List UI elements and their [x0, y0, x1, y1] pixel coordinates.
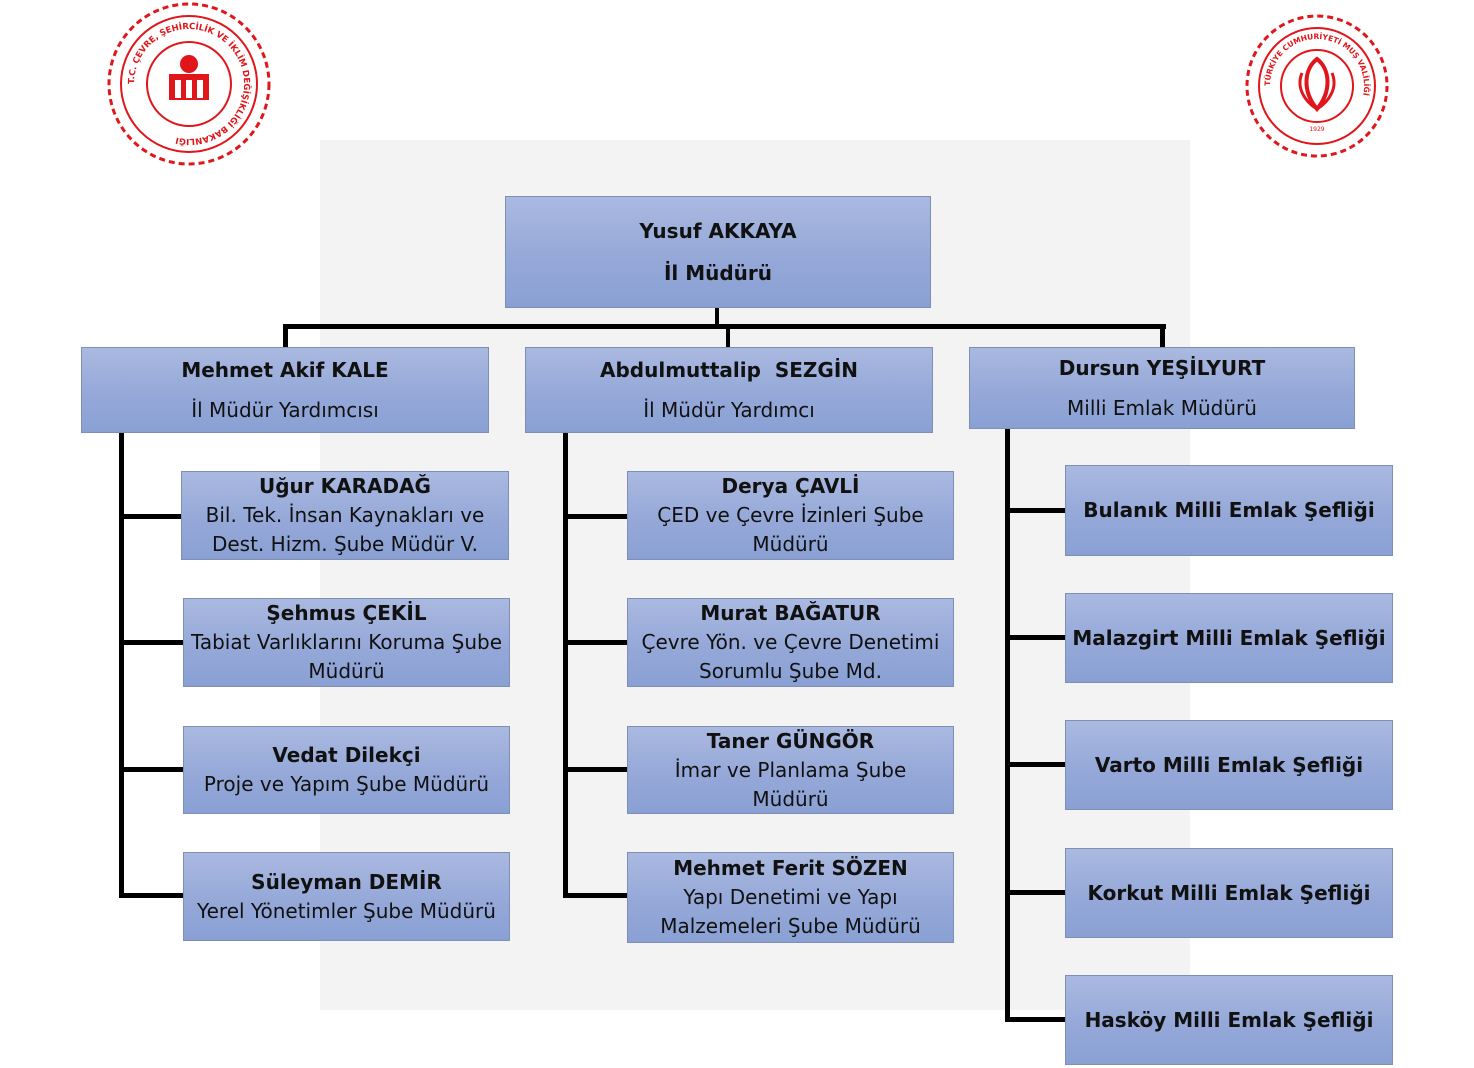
- branch-middle-drop: [726, 324, 730, 348]
- child-title: Çevre Yön. ve Çevre Denetimi Sorumlu Şub…: [641, 630, 940, 683]
- child-node: Süleyman DEMİR Yerel Yönetimler Şube Müd…: [183, 852, 510, 941]
- chief-office-node: Hasköy Milli Emlak Şefliği: [1065, 975, 1393, 1065]
- chief-office-title: Korkut Milli Emlak Şefliği: [1087, 880, 1371, 905]
- branch-node-right: Dursun YEŞİLYURT Milli Emlak Müdürü: [969, 347, 1355, 429]
- branch-name: Mehmet Akif KALE: [181, 358, 389, 382]
- child-node: Vedat Dilekçi Proje ve Yapım Şube Müdürü: [183, 726, 510, 814]
- right-vertical-connector: [1005, 428, 1010, 1022]
- root-name: Yusuf AKKAYA: [639, 219, 797, 243]
- ministry-logo: T.C. ÇEVRE, ŞEHİRCİLİK VE İKLİM DEĞİŞİKL…: [107, 2, 271, 166]
- right-tick-3: [1005, 762, 1065, 767]
- left-vertical-connector: [119, 432, 124, 898]
- left-tick-3: [119, 767, 183, 772]
- root-node: Yusuf AKKAYA İl Müdürü: [505, 196, 931, 308]
- right-tick-2: [1005, 635, 1065, 640]
- child-title: Proje ve Yapım Şube Müdürü: [203, 772, 490, 796]
- logo-year: 1929: [1309, 126, 1324, 133]
- root-stem-connector: [715, 308, 719, 328]
- branch-title: İl Müdür Yardımcısı: [191, 398, 379, 422]
- branch-name: Dursun YEŞİLYURT: [1058, 356, 1266, 380]
- middle-tick-2: [563, 640, 627, 645]
- child-title: Bil. Tek. İnsan Kaynakları ve Dest. Hizm…: [205, 503, 485, 556]
- top-horizontal-connector: [283, 324, 1166, 329]
- branch-left-drop: [283, 324, 288, 348]
- child-title: ÇED ve Çevre İzinleri Şube Müdürü: [657, 503, 924, 556]
- middle-tick-3: [563, 767, 627, 772]
- chief-office-node: Varto Milli Emlak Şefliği: [1065, 720, 1393, 810]
- chief-office-title: Malazgirt Milli Emlak Şefliği: [1072, 625, 1386, 650]
- root-title: İl Müdürü: [663, 261, 773, 285]
- child-title: Yapı Denetimi ve Yapı Malzemeleri Şube M…: [660, 885, 921, 938]
- child-name: Taner GÜNGÖR: [706, 728, 875, 753]
- child-title: Yerel Yönetimler Şube Müdürü: [197, 898, 496, 923]
- left-tick-2: [119, 640, 183, 645]
- left-tick-4: [119, 893, 183, 898]
- middle-vertical-connector: [563, 432, 568, 898]
- chief-office-node: Malazgirt Milli Emlak Şefliği: [1065, 593, 1393, 683]
- left-tick-1: [119, 514, 181, 519]
- chief-office-title: Varto Milli Emlak Şefliği: [1094, 752, 1364, 777]
- governorship-logo: TÜRKİYE CUMHURİYETİ MUŞ VALİLİĞİ 1929: [1245, 14, 1389, 158]
- branch-node-middle: Abdulmuttalip SEZGİN İl Müdür Yardımcı: [525, 347, 933, 433]
- child-node: Taner GÜNGÖR İmar ve Planlama Şube Müdür…: [627, 726, 954, 814]
- branch-title: Milli Emlak Müdürü: [1067, 396, 1257, 420]
- child-name: Uğur KARADAĞ: [259, 474, 431, 498]
- branch-name: Abdulmuttalip SEZGİN: [599, 358, 859, 382]
- chief-office-node: Korkut Milli Emlak Şefliği: [1065, 848, 1393, 938]
- right-tick-1: [1005, 508, 1065, 513]
- child-name: Derya ÇAVLİ: [721, 474, 860, 498]
- child-node: Derya ÇAVLİ ÇED ve Çevre İzinleri Şube M…: [627, 471, 954, 560]
- child-node: Mehmet Ferit SÖZEN Yapı Denetimi ve Yapı…: [627, 852, 954, 943]
- right-tick-4: [1005, 890, 1065, 895]
- branch-right-drop: [1160, 324, 1165, 348]
- chief-office-node: Bulanık Milli Emlak Şefliği: [1065, 465, 1393, 556]
- chief-office-title: Hasköy Milli Emlak Şefliği: [1084, 1007, 1374, 1032]
- middle-tick-1: [563, 514, 627, 519]
- chief-office-title: Bulanık Milli Emlak Şefliği: [1083, 498, 1375, 522]
- child-name: Mehmet Ferit SÖZEN: [673, 856, 908, 880]
- child-name: Murat BAĞATUR: [700, 601, 881, 625]
- child-name: Vedat Dilekçi: [272, 743, 421, 767]
- child-name: Süleyman DEMİR: [251, 869, 442, 894]
- child-node: Uğur KARADAĞ Bil. Tek. İnsan Kaynakları …: [181, 471, 509, 560]
- branch-title: İl Müdür Yardımcı: [643, 398, 815, 422]
- child-name: Şehmus ÇEKİL: [266, 601, 427, 625]
- right-tick-5: [1005, 1017, 1065, 1022]
- child-title: İmar ve Planlama Şube Müdürü: [674, 757, 907, 811]
- child-node: Şehmus ÇEKİL Tabiat Varlıklarını Koruma …: [183, 598, 510, 687]
- branch-node-left: Mehmet Akif KALE İl Müdür Yardımcısı: [81, 347, 489, 433]
- child-node: Murat BAĞATUR Çevre Yön. ve Çevre Deneti…: [627, 598, 954, 687]
- middle-tick-4: [563, 893, 627, 898]
- child-title: Tabiat Varlıklarını Koruma Şube Müdürü: [190, 630, 503, 683]
